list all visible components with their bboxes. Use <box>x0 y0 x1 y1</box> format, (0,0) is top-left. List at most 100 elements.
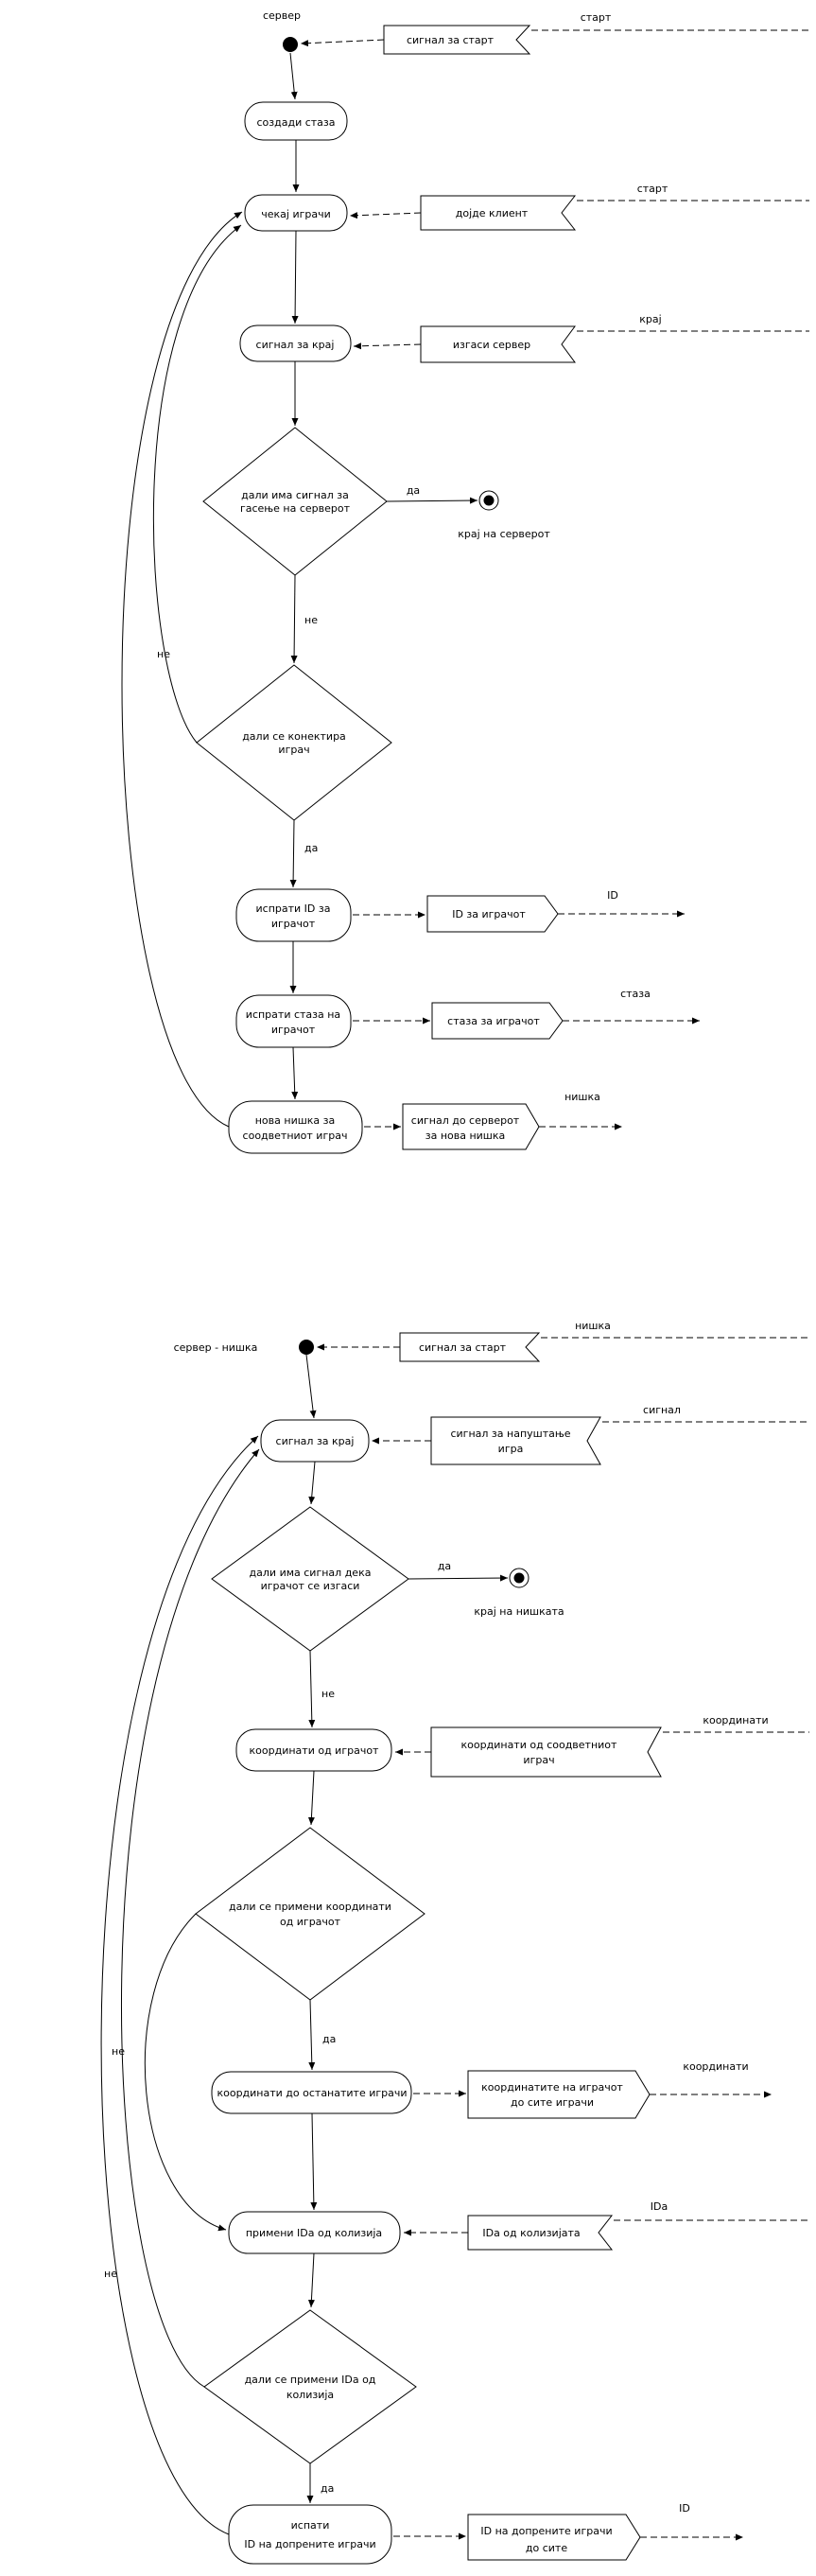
receive-signal-shutdown-server-label: изгаси сервер <box>453 339 530 351</box>
flow-edge <box>289 819 297 888</box>
send-signal-player-path-label: стаза за играчот <box>447 1015 540 1027</box>
action-new-thread <box>228 1100 363 1154</box>
receive-signal-thread-start-label: сигнал за старт <box>419 1341 507 1354</box>
loop-edge-no-coords <box>144 1913 227 2232</box>
send-signal-touched-ids-label: ID на допрените играчи <box>480 2525 612 2537</box>
final-node-server-core <box>483 495 495 506</box>
final-node-thread-core <box>513 1572 525 1584</box>
decision-coords-received-label: дали се примени координати <box>229 1901 391 1913</box>
flow-edge <box>307 1770 315 1826</box>
receive-signal-coords <box>430 1726 662 1778</box>
send-signal-new-thread <box>402 1103 540 1150</box>
annotation-id: ID <box>607 889 618 902</box>
action-coords-to-others <box>211 2071 412 2114</box>
signal-connector <box>353 342 422 350</box>
branch-label-yes: да <box>322 2033 336 2045</box>
initial-node-thread <box>299 1340 314 1355</box>
server-swimlane-label: сервер <box>263 9 301 22</box>
send-signal-new-thread-label: за нова нишка <box>425 1130 506 1142</box>
annotation-ids: IDа <box>651 2200 668 2213</box>
action-send-path-label: испрати стаза на <box>246 1008 340 1021</box>
action-send-id-label: играчот <box>271 918 316 930</box>
annotation-coords-2: координати <box>683 2060 748 2073</box>
receive-signal-server-start <box>383 25 531 55</box>
decision-player-off <box>211 1506 409 1652</box>
thread-swimlane-label: сервер - нишка <box>174 1341 258 1354</box>
receive-signal-server-start-label: сигнал за старт <box>407 34 495 46</box>
action-create-path-label: создади стаза <box>256 116 335 129</box>
flow-edge <box>307 2252 315 2308</box>
annotation-path: стаза <box>620 988 651 1000</box>
loop-edge-no-connect <box>152 224 242 744</box>
action-send-touched-ids-label: ID на допрените играчи <box>244 2538 375 2550</box>
action-new-thread-label: соодветниот играч <box>243 1130 348 1142</box>
send-signal-player-id <box>426 895 559 933</box>
action-receive-collision-ids <box>228 2211 401 2254</box>
flow-edge <box>291 230 299 324</box>
flow-edge <box>289 52 298 100</box>
decision-player-off-label: дали има сигнал дека <box>250 1567 372 1579</box>
send-signal-new-thread-label: сигнал до серверот <box>411 1114 520 1127</box>
action-thread-end-signal-label: сигнал за крај <box>276 1435 355 1447</box>
branch-label-no: не <box>157 648 170 660</box>
decision-player-connecting-label: дали се конектира <box>242 730 346 743</box>
receive-signal-coords-label: играч <box>523 1754 554 1766</box>
branch-label-no: не <box>104 2268 117 2280</box>
initial-node-server <box>283 37 298 52</box>
send-signal-player-id-label: ID за играчот <box>452 908 526 920</box>
flow-edge <box>386 497 478 504</box>
receive-signal-leave-game-label: сигнал за напуштање <box>450 1428 570 1440</box>
final-node-thread-label: крај на нишката <box>474 1605 564 1618</box>
send-signal-coords-to-all-label: до сите играчи <box>511 2096 594 2109</box>
decision-ids-received-label: дали се примени IDа од <box>245 2374 376 2386</box>
flow-edge <box>290 574 298 664</box>
decision-shutdown-signal <box>202 427 388 576</box>
decision-ids-received <box>203 2309 417 2464</box>
action-send-touched-ids <box>228 2504 392 2565</box>
annotation-signal: сигнал <box>643 1404 681 1416</box>
branch-label-yes: да <box>438 1560 451 1572</box>
receive-signal-client-joined <box>420 195 577 231</box>
annotation-start: старт <box>581 11 612 24</box>
loop-edge-new-thread <box>121 211 243 1128</box>
flow-edge <box>408 1574 509 1582</box>
branch-label-no: не <box>304 614 318 626</box>
receive-signal-shutdown-server <box>420 325 576 363</box>
flow-edge <box>308 1461 316 1505</box>
annotation-end: крај <box>639 313 661 325</box>
annotation-thread-2: нишка <box>575 1320 611 1332</box>
receive-signal-leave-game <box>430 1416 601 1465</box>
decision-player-connecting <box>196 664 392 821</box>
decision-player-off-label: играчот се изгаси <box>261 1580 360 1592</box>
action-send-id-label: испрати ID за <box>256 902 331 915</box>
decision-shutdown-signal-label: гасење на серверот <box>240 502 351 515</box>
branch-label-yes: да <box>321 2482 334 2495</box>
flow-edge <box>308 1999 316 2071</box>
receive-signal-collision-ids-label: IDа од колизијата <box>482 2227 580 2239</box>
action-send-path <box>235 994 352 1048</box>
action-coords-to-others-label: координати до останатите играчи <box>217 2087 407 2099</box>
loop-edge-no-ids <box>120 1448 260 2388</box>
action-send-touched-ids-label: испати <box>291 2519 330 2532</box>
receive-signal-client-joined-label: дојде клиент <box>456 207 529 219</box>
decision-ids-received-label: колизија <box>286 2389 334 2401</box>
server-activity-section: сервер сигнал за старт старт создади ста… <box>121 9 809 1154</box>
decision-coords-received-label: од играчот <box>280 1916 341 1928</box>
flow-edge <box>291 1046 299 1100</box>
flow-edge <box>308 1650 316 1728</box>
loop-edge-after-send <box>100 1435 259 2535</box>
send-signal-coords-to-all-label: координатите на играчот <box>481 2081 623 2094</box>
receive-signal-collision-ids <box>467 2215 614 2251</box>
decision-coords-received <box>195 1827 425 2001</box>
send-signal-player-path <box>431 1002 564 1040</box>
decision-shutdown-signal-label: дали има сигнал за <box>241 489 349 501</box>
signal-connector <box>349 212 422 219</box>
decision-player-connecting-label: играч <box>278 744 309 756</box>
branch-label-yes: да <box>407 484 420 497</box>
flow-edge <box>310 2112 318 2211</box>
branch-label-no: не <box>112 2045 125 2058</box>
action-new-thread-label: нова нишка за <box>255 1114 336 1127</box>
send-signal-coords-to-all <box>467 2070 651 2119</box>
